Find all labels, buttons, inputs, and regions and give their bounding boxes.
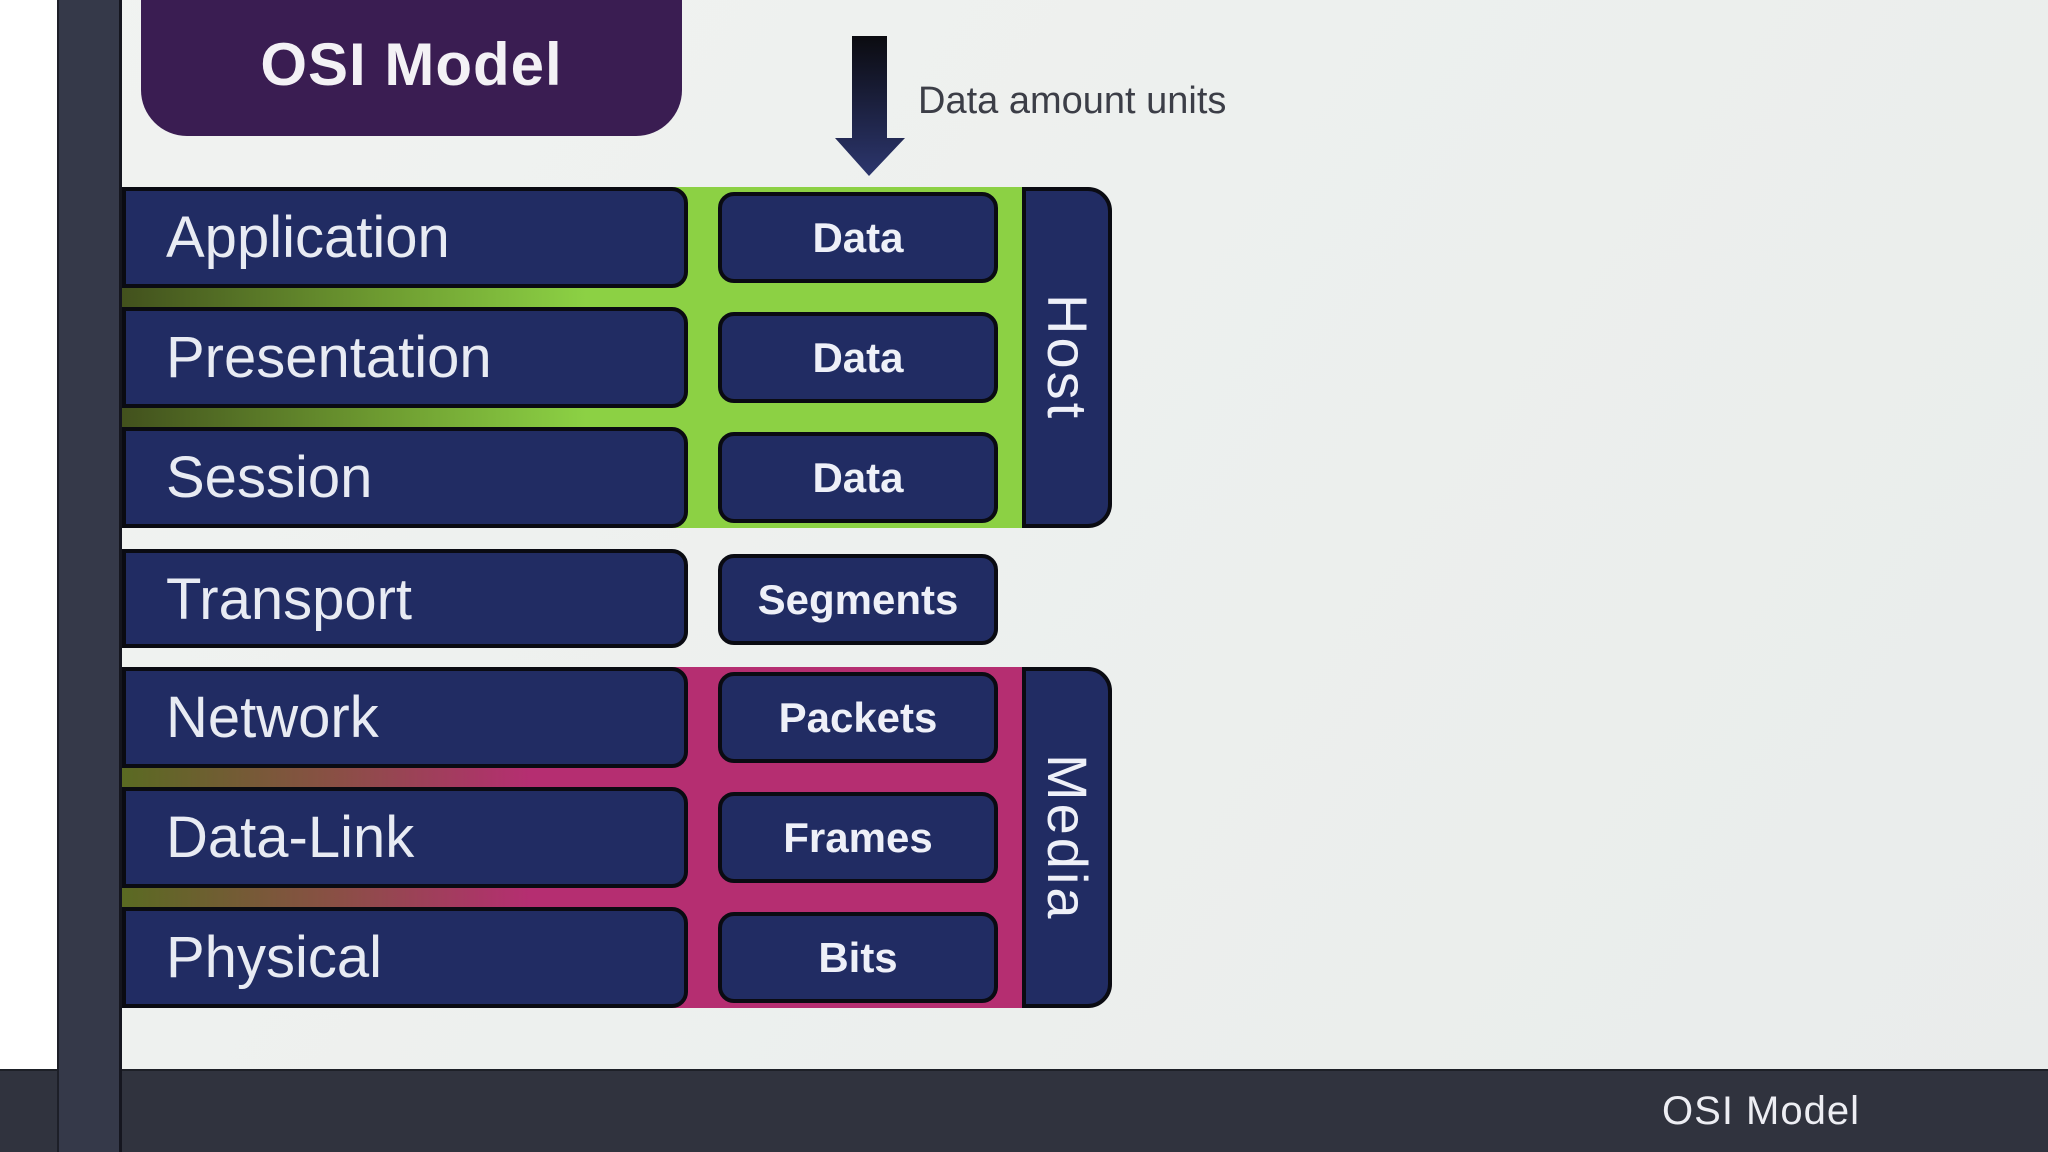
host-group-label-box: Host: [1022, 187, 1112, 528]
unit-packets: Packets: [718, 672, 998, 763]
layer-network: Network: [122, 667, 688, 768]
layer-label: Session: [166, 445, 373, 510]
layer-physical: Physical: [122, 907, 688, 1008]
page-title: OSI Model: [260, 31, 563, 98]
unit-label: Data: [812, 454, 904, 501]
host-group-label: Host: [1036, 293, 1099, 422]
layer-application: Application: [122, 187, 688, 288]
down-arrow-icon: [835, 36, 905, 176]
host-divider-strip: [122, 288, 688, 307]
media-group-label: Media: [1036, 753, 1099, 922]
annotation-label: Data amount units: [918, 80, 1227, 122]
layer-label: Network: [166, 685, 379, 750]
media-group-label-box: Media: [1022, 667, 1112, 1008]
unit-label: Bits: [818, 934, 898, 981]
unit-bits: Bits: [718, 912, 998, 1003]
footer-bar: OSI Model: [0, 1069, 2048, 1152]
layer-label: Presentation: [166, 325, 492, 390]
layer-transport: Transport: [122, 549, 688, 648]
layer-presentation: Presentation: [122, 307, 688, 408]
unit-label: Data: [812, 214, 904, 261]
title-box: OSI Model: [141, 0, 682, 136]
layer-session: Session: [122, 427, 688, 528]
unit-label: Packets: [778, 694, 938, 741]
unit-frames: Frames: [718, 792, 998, 883]
unit-label: Segments: [757, 576, 959, 623]
unit-label: Data: [812, 334, 904, 381]
media-divider-strip: [122, 768, 688, 787]
unit-segments: Segments: [718, 554, 998, 645]
media-divider-strip: [122, 888, 688, 907]
unit-label: Frames: [783, 814, 933, 861]
left-white-strip: [0, 0, 57, 1069]
layer-label: Data-Link: [166, 805, 415, 870]
layer-label: Transport: [166, 567, 413, 632]
layer-label: Application: [166, 205, 450, 270]
unit-data-presentation: Data: [718, 312, 998, 403]
footer-title: OSI Model: [1662, 1089, 1860, 1133]
unit-data-session: Data: [718, 432, 998, 523]
left-side-bar: [57, 0, 122, 1152]
host-divider-strip: [122, 408, 688, 427]
unit-data-application: Data: [718, 192, 998, 283]
layer-data-link: Data-Link: [122, 787, 688, 888]
layer-label: Physical: [166, 925, 382, 990]
